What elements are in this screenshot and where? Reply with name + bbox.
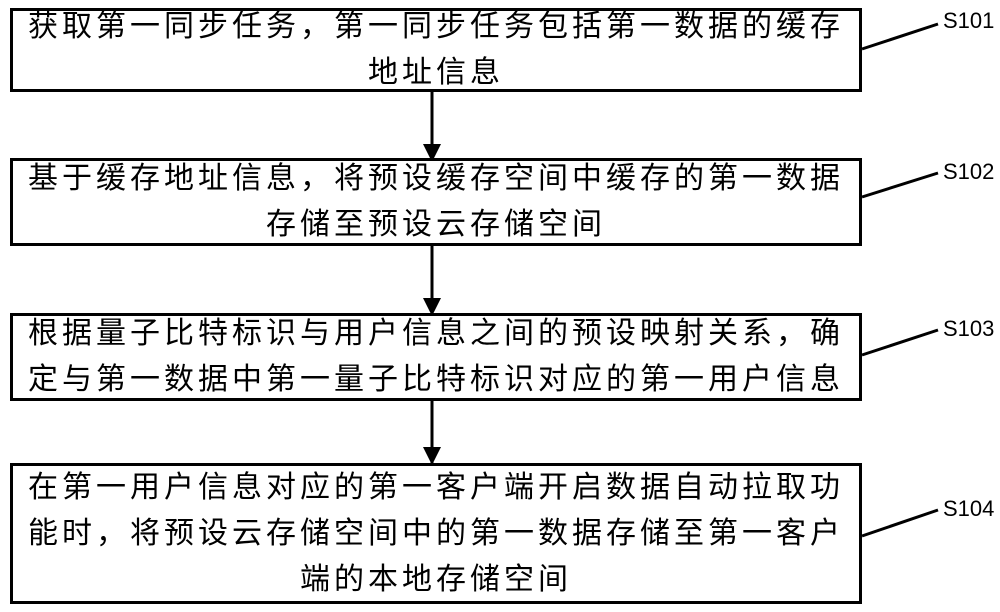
step-text-s102: 基于缓存地址信息，将预设缓存空间中缓存的第一数据存储至预设云存储空间: [28, 161, 844, 242]
step-label-s101: S101: [943, 8, 995, 33]
leader-line-s104: [861, 508, 939, 538]
step-box-s102: 基于缓存地址信息，将预设缓存空间中缓存的第一数据存储至预设云存储空间: [10, 158, 862, 246]
step-box-s104: 在第一用户信息对应的第一客户端开启数据自动拉取功能时，将预设云存储空间中的第一数…: [10, 463, 862, 604]
leader-line-s103: [861, 328, 939, 357]
step-text-s104: 在第一用户信息对应的第一客户端开启数据自动拉取功能时，将预设云存储空间中的第一数…: [28, 469, 844, 597]
arrowhead-s102-to-s103: [423, 298, 441, 316]
step-label-s102: S102: [943, 159, 995, 184]
step-label-s104: S104: [943, 496, 995, 521]
step-text-s103: 根据量子比特标识与用户信息之间的预设映射关系，确定与第一数据中第一量子比特标识对…: [28, 316, 844, 397]
step-text-s101: 获取第一同步任务，第一同步任务包括第一数据的缓存地址信息: [28, 9, 844, 90]
step-label-s103: S103: [943, 316, 995, 341]
step-box-s101: 获取第一同步任务，第一同步任务包括第一数据的缓存地址信息: [10, 8, 862, 92]
leader-line-s102: [861, 171, 939, 199]
leader-line-s101: [861, 22, 939, 51]
arrowhead-s101-to-s102: [423, 144, 441, 162]
arrowhead-s103-to-s104: [423, 447, 441, 465]
step-box-s103: 根据量子比特标识与用户信息之间的预设映射关系，确定与第一数据中第一量子比特标识对…: [10, 313, 862, 401]
